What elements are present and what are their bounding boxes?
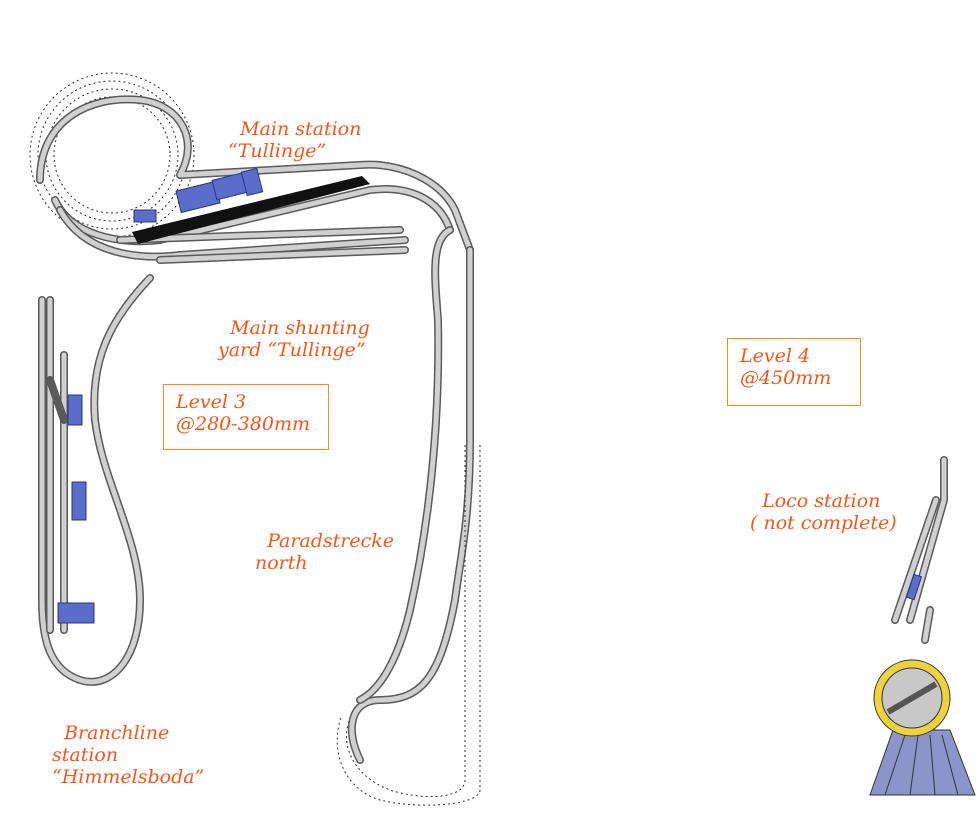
himmelsboda-buildings: [57, 394, 95, 624]
loco-station-tracks: [891, 456, 948, 644]
level3-height: @280-380mm: [176, 413, 310, 435]
main-station-platform: [132, 176, 370, 244]
main-station-label: Main station“Tullinge”: [228, 118, 362, 162]
level4-box: Level 4 @450mm: [727, 338, 861, 406]
level3-box: Level 3 @280-380mm: [163, 384, 329, 450]
paradstrecke-hidden-loop: [336, 445, 481, 806]
main-station-building: [133, 167, 264, 223]
himmelsboda-tracks: [46, 296, 68, 634]
loco-station-label: Loco station( not complete): [750, 490, 897, 534]
main-station-tracks: [36, 95, 474, 264]
level3-title: Level 3: [176, 391, 247, 413]
branchline-loop: [38, 274, 154, 686]
level4-height: @450mm: [740, 367, 832, 389]
turntable: [869, 659, 976, 796]
loco-shed: [905, 573, 923, 601]
level4-title: Level 4: [740, 345, 811, 367]
paradstrecke-loop: [347, 226, 474, 764]
